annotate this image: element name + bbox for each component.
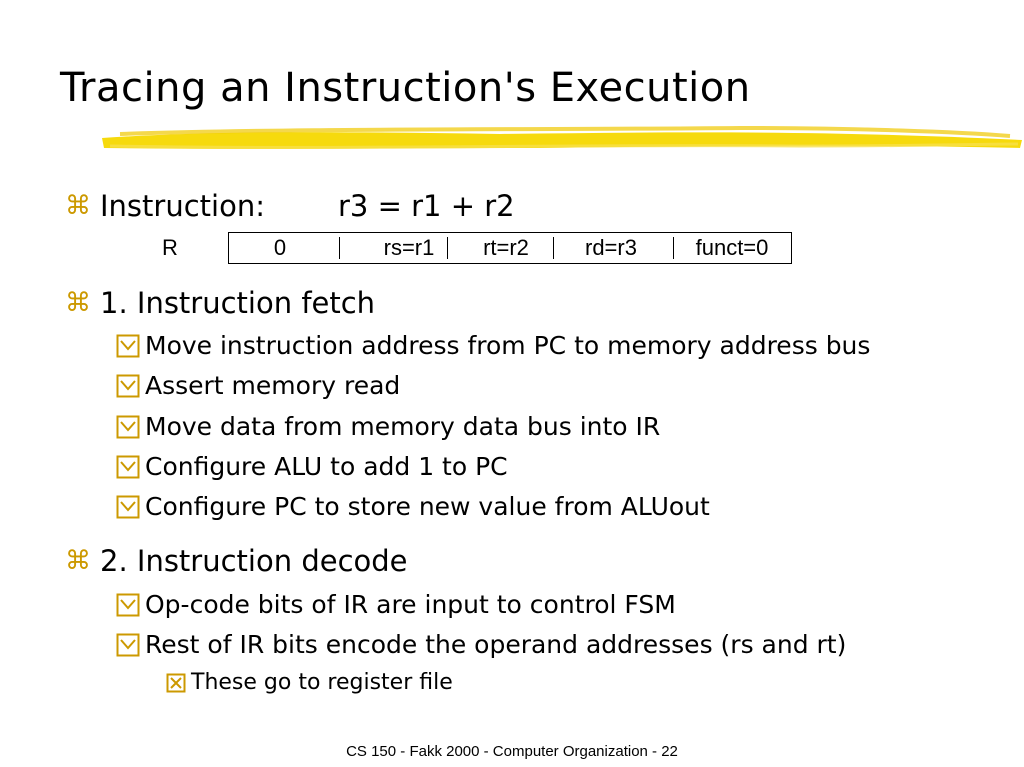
field-rd: rd=r3 xyxy=(585,235,637,260)
command-key-icon: ⌘ xyxy=(65,546,91,576)
field-opcode: 0 xyxy=(273,235,287,260)
checkbox-x-icon xyxy=(166,673,186,693)
field-rt: rt=r2 xyxy=(483,235,529,260)
step1-item: Move data from memory data bus into IR xyxy=(145,412,661,441)
field-separator xyxy=(447,237,448,259)
slide-footer: CS 150 - Fakk 2000 - Computer Organizati… xyxy=(346,743,678,760)
checkbox-check-icon xyxy=(116,593,140,617)
step1-item: Assert memory read xyxy=(145,371,401,400)
title-highlighter-stroke xyxy=(102,125,1022,149)
command-key-icon: ⌘ xyxy=(65,288,91,318)
step1-item: Configure PC to store new value from ALU… xyxy=(145,492,710,521)
step2-item: Rest of IR bits encode the operand addre… xyxy=(145,630,847,659)
checkbox-check-icon xyxy=(116,334,140,358)
r-format-box: 0 rs=r1 rt=r2 rd=r3 funct=0 xyxy=(228,232,792,264)
checkbox-check-icon xyxy=(116,495,140,519)
field-separator xyxy=(339,237,340,259)
instruction-label: Instruction: xyxy=(100,189,265,223)
field-rs: rs=r1 xyxy=(383,235,435,260)
step1-heading: 1. Instruction fetch xyxy=(100,286,376,320)
checkbox-check-icon xyxy=(116,633,140,657)
checkbox-check-icon xyxy=(116,374,140,398)
instruction-expr: r3 = r1 + r2 xyxy=(338,189,515,223)
r-format-label: R xyxy=(162,235,178,260)
field-separator xyxy=(553,237,554,259)
step2-item: Op-code bits of IR are input to control … xyxy=(145,590,676,619)
field-separator xyxy=(673,237,674,259)
instruction-line: Instruction: r3 = r1 + r2 xyxy=(100,188,515,224)
checkbox-check-icon xyxy=(116,455,140,479)
step1-item: Configure ALU to add 1 to PC xyxy=(145,452,508,481)
step1-item: Move instruction address from PC to memo… xyxy=(145,331,871,360)
field-funct: funct=0 xyxy=(695,235,769,260)
command-key-icon: ⌘ xyxy=(65,191,91,221)
step2-heading: 2. Instruction decode xyxy=(100,544,408,578)
slide-title: Tracing an Instruction's Execution xyxy=(60,65,751,111)
checkbox-check-icon xyxy=(116,415,140,439)
step2-subitem: These go to register file xyxy=(191,670,453,695)
